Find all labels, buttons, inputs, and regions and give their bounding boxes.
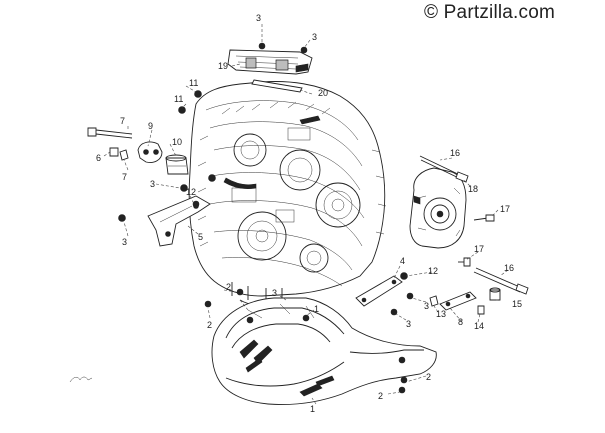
callout-3-right-b: 3	[406, 319, 411, 329]
callout-1-upper: 1	[314, 304, 319, 314]
callout-3-right-a: 3	[424, 301, 429, 311]
callout-8: 8	[458, 317, 463, 327]
callout-16-upper: 16	[450, 148, 460, 158]
bolt-14	[477, 305, 485, 315]
callout-12-left: 12	[186, 187, 196, 197]
front-cover-18	[409, 167, 467, 249]
callout-13: 13	[436, 309, 446, 319]
callout-19: 19	[218, 61, 228, 71]
callout-10: 10	[172, 137, 182, 147]
callout-3-top-a: 3	[256, 13, 261, 23]
nut-3-right-a	[406, 292, 414, 300]
nut-11-b	[194, 90, 202, 98]
callout-14: 14	[474, 321, 484, 331]
callout-17-lower: 17	[474, 244, 484, 254]
callout-18: 18	[468, 184, 478, 194]
long-bolt-16-lower	[473, 267, 529, 295]
spacer-13	[429, 295, 439, 307]
callout-2-left: 2	[207, 320, 212, 330]
bolt-7-lower	[119, 149, 129, 161]
nut-3-right-b	[390, 308, 398, 316]
nut-3-left-b	[208, 174, 216, 182]
diagram-code-mark	[69, 376, 93, 383]
callout-labels: 3 3 19 20 11 11 7 9 10 6 7 3 12 3 5 2 2 …	[96, 13, 522, 414]
engine-assembly	[188, 81, 387, 306]
callout-12-right: 12	[428, 266, 438, 276]
callout-17-upper: 17	[500, 204, 510, 214]
collar-10	[165, 154, 189, 175]
callout-9: 9	[148, 121, 153, 131]
partzilla-watermark: © Partzilla.com	[424, 2, 556, 23]
callout-3-bracket: 3	[122, 237, 127, 247]
nut-11-a	[178, 106, 186, 114]
callout-6: 6	[96, 153, 101, 163]
collar-15	[489, 287, 501, 301]
leader-lines	[103, 24, 509, 405]
callout-2-top: 2	[226, 282, 231, 292]
bolt-2-left	[204, 300, 212, 308]
heat-shield-19	[227, 49, 313, 75]
callout-3-engine: 3	[272, 288, 277, 298]
callout-1-lower: 1	[310, 404, 315, 414]
bracket-4	[355, 275, 403, 307]
callout-5: 5	[198, 232, 203, 242]
callout-7-lower: 7	[122, 172, 127, 182]
callout-2-right: 2	[426, 372, 431, 382]
callout-2-bottom: 2	[378, 391, 383, 401]
bolt-17-lower	[458, 257, 471, 267]
callout-4: 4	[400, 256, 405, 266]
bolt-17-upper	[473, 214, 495, 222]
bolt-2-bottom	[398, 386, 406, 394]
callout-7-upper: 7	[120, 116, 125, 126]
bolt-2-right	[400, 376, 408, 384]
bolt-7-upper	[87, 127, 133, 139]
bolt-3-top-b	[300, 46, 308, 54]
strip-20	[251, 79, 303, 93]
callout-16-lower: 16	[504, 263, 514, 273]
bolt-2-top	[236, 288, 244, 296]
bracket-8	[439, 291, 477, 311]
callout-3-left: 3	[150, 179, 155, 189]
callout-20: 20	[318, 88, 328, 98]
callout-15: 15	[512, 299, 522, 309]
nut-12-right	[400, 272, 408, 280]
callout-11-b: 11	[174, 94, 183, 104]
nut-3-left-a	[180, 184, 188, 192]
spacer-6	[109, 147, 119, 157]
callout-11-a: 11	[189, 78, 198, 88]
belly-pan-1	[211, 297, 437, 405]
nut-12-left	[192, 200, 200, 208]
nut-3-bracket	[118, 214, 126, 222]
bolt-3-top-a	[258, 42, 266, 50]
callout-3-top-b: 3	[312, 32, 317, 42]
bracket-9	[137, 141, 163, 163]
